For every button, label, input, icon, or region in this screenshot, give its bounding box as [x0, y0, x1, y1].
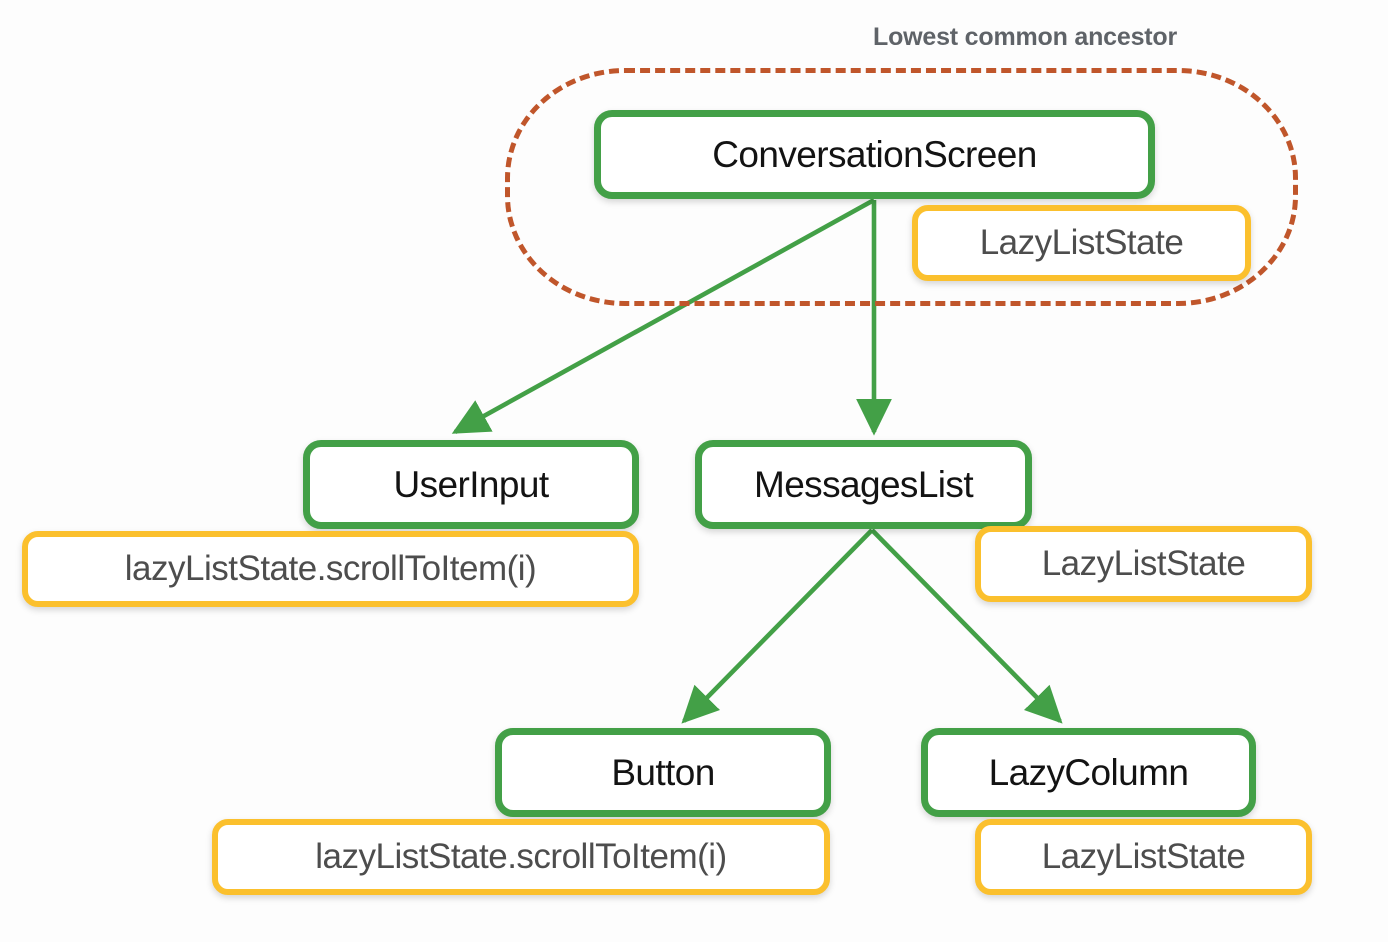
node-conversation-screen[interactable]: ConversationScreen — [594, 110, 1155, 199]
badge-button-scrolltoitem[interactable]: lazyListState.scrollToItem(i) — [212, 819, 830, 895]
node-lazy-column[interactable]: LazyColumn — [921, 728, 1256, 817]
lowest-common-ancestor-region — [505, 68, 1298, 306]
node-messages-list[interactable]: MessagesList — [695, 440, 1032, 529]
node-button[interactable]: Button — [495, 728, 831, 817]
edge-messageslist-to-button — [681, 528, 874, 724]
badge-user-input-scrolltoitem[interactable]: lazyListState.scrollToItem(i) — [22, 531, 639, 607]
node-user-input[interactable]: UserInput — [303, 440, 639, 529]
badge-messages-list-lazyliststate[interactable]: LazyListState — [975, 526, 1312, 602]
lowest-common-ancestor-label: Lowest common ancestor — [873, 23, 1177, 51]
badge-conversation-screen-lazyliststate[interactable]: LazyListState — [912, 205, 1251, 281]
badge-lazy-column-lazyliststate[interactable]: LazyListState — [975, 819, 1312, 895]
